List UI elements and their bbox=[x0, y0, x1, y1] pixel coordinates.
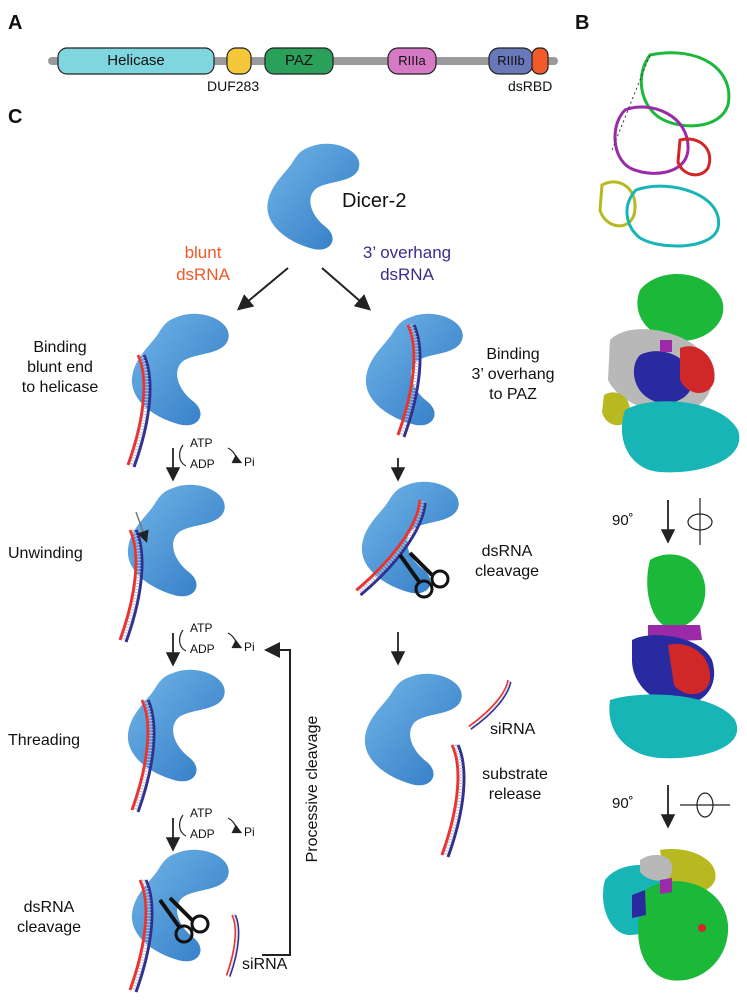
dicer-protein-cleavage-right bbox=[361, 481, 459, 594]
adp-label-1: ADP bbox=[190, 457, 215, 471]
domain-bar bbox=[48, 47, 558, 75]
binding-blunt-label: Binding blunt end to helicase bbox=[21, 339, 99, 396]
substrate-release-label: substrate release bbox=[482, 766, 548, 803]
panel-label-c: C bbox=[8, 106, 23, 128]
cleavage-right-label: dsRNA cleavage bbox=[474, 543, 540, 580]
adp-label-3: ADP bbox=[190, 827, 215, 841]
adp-label-2: ADP bbox=[190, 642, 215, 656]
processive-cleavage-loop bbox=[262, 642, 291, 956]
duf283-label: DUF283 bbox=[207, 78, 260, 94]
paz-label: PAZ bbox=[284, 52, 314, 69]
threading-label: Threading bbox=[8, 732, 81, 749]
pi-curve-2 bbox=[227, 632, 243, 649]
unwinding-label: Unwinding bbox=[8, 545, 83, 562]
cleavage-left-label: dsRNA cleavage bbox=[16, 899, 82, 936]
scissors-icon-left bbox=[158, 896, 210, 944]
atp-label-2: ATP bbox=[190, 621, 213, 635]
dicer-label: Dicer-2 bbox=[342, 190, 407, 212]
rotation-indicator-2 bbox=[660, 785, 730, 829]
dicer-protein-threading bbox=[127, 669, 225, 782]
helicase-label: Helicase bbox=[107, 52, 165, 69]
panel-label-a: A bbox=[8, 12, 23, 34]
duf283-domain bbox=[226, 47, 252, 75]
rotation-label-1: 90˚ bbox=[612, 512, 634, 529]
atp-cycle-curve-1 bbox=[179, 444, 187, 467]
released-substrate bbox=[440, 743, 466, 859]
rnase3b-label: RIIIb bbox=[497, 53, 525, 68]
dsrbd-label: dsRBD bbox=[508, 78, 553, 94]
paz-domain bbox=[264, 47, 334, 75]
dicer-protein-release bbox=[364, 673, 462, 786]
ribbon-structure bbox=[598, 51, 731, 248]
pi-label-2: Pi bbox=[244, 640, 255, 654]
scissors-icon-right bbox=[398, 551, 450, 599]
pi-curve-3 bbox=[227, 817, 243, 834]
overhang-dsrna-label: 3’ overhang dsRNA bbox=[362, 243, 452, 284]
pi-label-3: Pi bbox=[244, 825, 255, 839]
dsrbd-domain bbox=[531, 47, 549, 75]
blunt-dsrna-label: blunt dsRNA bbox=[176, 243, 230, 284]
sirna-right-label: siRNA bbox=[490, 721, 536, 738]
atp-cycle-curve-2 bbox=[179, 629, 187, 652]
unwinding-arrow bbox=[135, 511, 149, 543]
atp-cycle-curve-3 bbox=[179, 814, 187, 837]
pi-curve-1 bbox=[227, 447, 243, 464]
surface-structure-side bbox=[609, 554, 738, 759]
surface-structure-front bbox=[602, 273, 740, 473]
rotation-label-2: 90˚ bbox=[612, 795, 634, 812]
arrow-to-overhang bbox=[321, 267, 372, 311]
rnase3a-label: RIIIa bbox=[398, 53, 426, 68]
helicase-domain bbox=[57, 47, 215, 75]
pi-label-1: Pi bbox=[244, 455, 255, 469]
processive-cleavage-label: Processive cleavage bbox=[304, 715, 321, 863]
atp-label-3: ATP bbox=[190, 806, 213, 820]
sirna-left bbox=[225, 913, 240, 978]
surface-structure-top bbox=[602, 849, 729, 981]
rotation-indicator-1 bbox=[660, 498, 713, 545]
atp-label-1: ATP bbox=[190, 436, 213, 450]
rnase3a-domain bbox=[387, 47, 437, 75]
binding-overhang-label: Binding 3’ overhang to PAZ bbox=[471, 346, 555, 403]
sirna-left-label: siRNA bbox=[242, 956, 288, 973]
panel-label-b: B bbox=[575, 12, 590, 34]
arrow-to-blunt bbox=[236, 267, 289, 311]
